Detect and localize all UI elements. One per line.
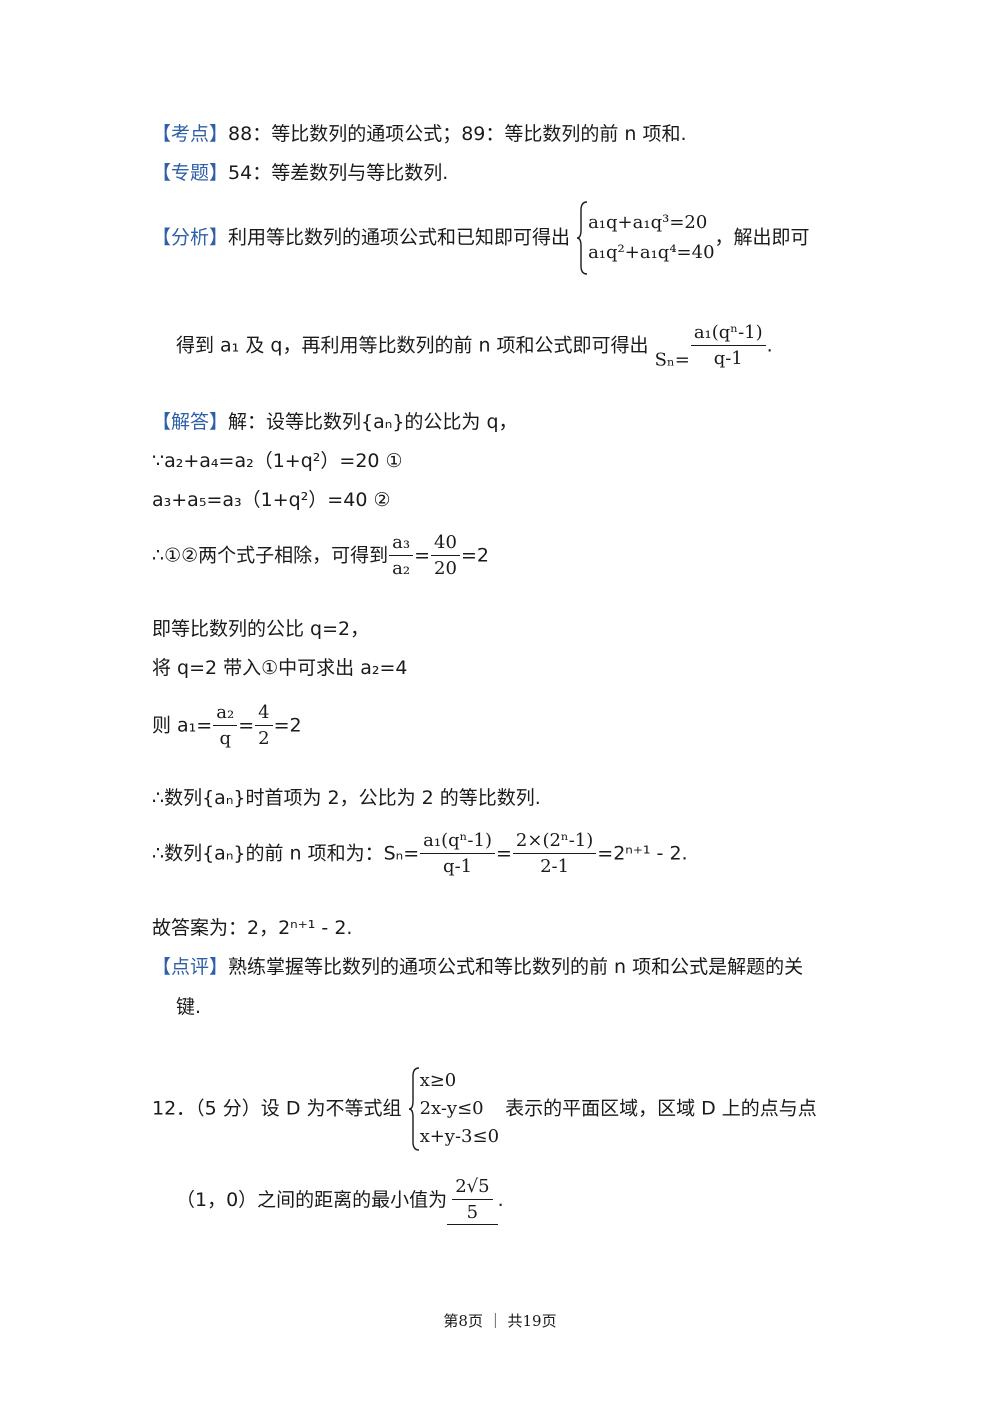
- jieda-line4-frac2-num: 40: [431, 532, 460, 556]
- q12-system: x≥0 2x-y≤0 x+y-3≤0: [420, 1067, 499, 1151]
- fenxi-tag: 【分析】: [152, 226, 229, 249]
- jieda-line7-frac1-den: q: [219, 728, 231, 749]
- jieda-line9-frac2-num: 2×(2ⁿ-1): [512, 830, 597, 854]
- jieda-line1: 【解答】解：设等比数列{aₙ}的公比为 q，: [152, 410, 518, 434]
- dianping-text: 熟练掌握等比数列的通项公式和等比数列的前 n 项和公式是解题的关: [228, 956, 804, 978]
- fenxi-line2-text: 得到 a₁ 及 q，再利用等比数列的前 n 项和公式即可得出: [176, 334, 649, 357]
- jieda-line9-frac1-den: q-1: [443, 856, 473, 877]
- fenxi-formula-end: .: [766, 334, 773, 357]
- jieda-line9-end: =2ⁿ⁺¹ - 2.: [597, 842, 688, 865]
- jieda-line4-text: ∴①②两个式子相除，可得到: [152, 544, 389, 567]
- jieda-line8: ∴数列{aₙ}时首项为 2，公比为 2 的等比数列.: [152, 787, 541, 809]
- jieda-line7-frac2-den: 2: [258, 728, 270, 749]
- jieda-tag: 【解答】: [152, 411, 229, 433]
- fenxi-text-after: ，解出即可: [714, 226, 810, 249]
- fenxi-formula-fraction: a₁(qⁿ-1)q-1: [690, 322, 766, 370]
- q12-sys-row1: x≥0: [419, 1070, 457, 1091]
- jieda-line9-frac2: 2×(2ⁿ-1)2-1: [512, 830, 597, 878]
- q12-line1: 12．（5 分）设 D 为不等式组 x≥0 2x-y≤0 x+y-3≤0 表示的…: [152, 1066, 817, 1152]
- fenxi-text: 利用等比数列的通项公式和已知即可得出: [228, 226, 571, 249]
- fenxi-line2: 得到 a₁ 及 q，再利用等比数列的前 n 项和公式即可得出 Sₙ=a₁(qⁿ-…: [176, 322, 773, 373]
- jieda-line9-frac1: a₁(qⁿ-1)q-1: [420, 830, 495, 878]
- q12-text-after: 表示的平面区域，区域 D 上的点与点: [505, 1097, 817, 1120]
- fenxi-formula-lhs: Sₙ=: [654, 349, 690, 371]
- fenxi-system: a₁q+a₁q³=20 a₁q²+a₁q⁴=40: [588, 208, 714, 268]
- fenxi-formula-num: a₁(qⁿ-1): [690, 322, 766, 346]
- q12-line2-end: .: [497, 1189, 504, 1211]
- zhuanti-text: 54：等差数列与等比数列.: [228, 162, 449, 184]
- q12-answer-den: 5: [466, 1202, 479, 1223]
- fenxi-sys-row1: a₁q+a₁q³=20: [588, 212, 708, 233]
- q12-line2-text: （1，0）之间的距离的最小值为: [176, 1189, 448, 1211]
- kaodian-text: 88：等比数列的通项公式；89：等比数列的前 n 项和.: [228, 123, 687, 145]
- fenxi-sys-row2: a₁q²+a₁q⁴=40: [588, 242, 715, 263]
- jieda-line4-frac1-num: a₃: [389, 532, 414, 556]
- jieda-line9-frac1-num: a₁(qⁿ-1): [420, 830, 495, 854]
- dianping-tag: 【点评】: [152, 956, 229, 978]
- zhuanti-tag: 【专题】: [152, 162, 229, 184]
- jieda-line4-eq1: =: [414, 544, 431, 567]
- jieda-line6: 将 q=2 带入①中可求出 a₂=4: [152, 657, 408, 679]
- jieda-line7-text: 则 a₁=: [152, 714, 213, 737]
- q12-answer-num: 2√5: [452, 1176, 493, 1200]
- jieda-line9-frac2-den: 2-1: [540, 856, 570, 877]
- fenxi-formula-den: q-1: [713, 348, 743, 369]
- brace-icon: [408, 1067, 419, 1151]
- jieda-line7-eq1: =: [238, 714, 255, 737]
- jieda-answer: 故答案为：2，2ⁿ⁺¹ - 2.: [152, 917, 353, 939]
- kaodian-line: 【考点】88：等比数列的通项公式；89：等比数列的前 n 项和.: [152, 122, 687, 146]
- brace-icon: [576, 201, 588, 275]
- jieda-line9-text: ∴数列{aₙ}的前 n 项和为：Sₙ=: [152, 842, 420, 865]
- jieda-line5: 即等比数列的公比 q=2，: [152, 618, 370, 640]
- dianping-line: 【点评】熟练掌握等比数列的通项公式和等比数列的前 n 项和公式是解题的关: [152, 955, 803, 979]
- dianping-line2: 键.: [176, 996, 202, 1018]
- kaodian-tag: 【考点】: [152, 123, 229, 145]
- jieda-line7-eq2: =2: [273, 714, 302, 737]
- jieda-line7-frac1-num: a₂: [213, 702, 238, 726]
- jieda-line9-eq1: =: [496, 842, 512, 865]
- zhuanti-line: 【专题】54：等差数列与等比数列.: [152, 161, 448, 185]
- q12-text-before: 12．（5 分）设 D 为不等式组: [152, 1097, 402, 1120]
- jieda-line4-eq2: =2: [460, 544, 489, 567]
- jieda-line2: ∵a₂+a₄=a₂（1+q²）=20 ①: [152, 450, 403, 472]
- jieda-line4-frac2-den: 20: [434, 558, 457, 579]
- jieda-line1-text: 解：设等比数列{aₙ}的公比为 q，: [228, 411, 518, 433]
- jieda-line3: a₃+a₅=a₃（1+q²）=40 ②: [152, 489, 391, 511]
- q12-sys-row2: 2x-y≤0: [419, 1098, 484, 1119]
- jieda-line7-frac2-num: 4: [255, 702, 273, 726]
- jieda-line9: ∴数列{aₙ}的前 n 项和为：Sₙ=a₁(qⁿ-1)q-1=2×(2ⁿ-1)2…: [152, 830, 688, 878]
- page-footer: 第8页 ｜ 共19页: [443, 1312, 557, 1330]
- fenxi-line: 【分析】利用等比数列的通项公式和已知即可得出 a₁q+a₁q³=20 a₁q²+…: [152, 200, 810, 276]
- q12-sys-row3: x+y-3≤0: [419, 1126, 500, 1147]
- jieda-line4-frac1-den: a₂: [392, 558, 411, 579]
